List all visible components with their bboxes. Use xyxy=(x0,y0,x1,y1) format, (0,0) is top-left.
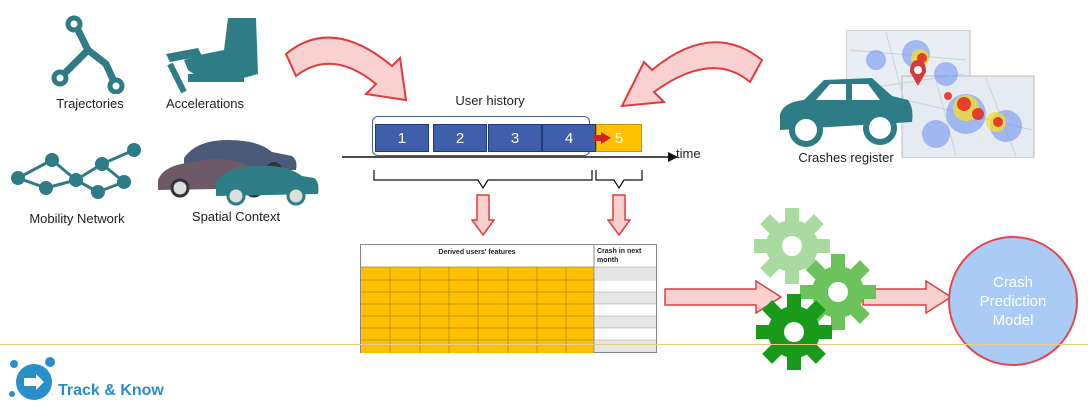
features-table xyxy=(360,244,657,353)
small-arrow-icon xyxy=(593,132,611,144)
accelerations-label: Accelerations xyxy=(165,96,245,111)
brand-name: Track & Know xyxy=(58,382,164,399)
model-label: Crash Prediction Model xyxy=(979,273,1047,329)
acceleration-pedal-icon xyxy=(166,18,258,94)
time-axis-label: time xyxy=(676,146,701,161)
crashes-register-label: Crashes register xyxy=(798,150,894,165)
features-header: Derived users' features xyxy=(438,249,516,256)
history-box-4: 4 xyxy=(542,124,596,152)
next-month-box: 5 xyxy=(596,124,642,152)
mobility-network-label: Mobility Network xyxy=(29,211,125,226)
mobility-network-icon xyxy=(11,143,141,199)
down-arrow-features-icon xyxy=(471,194,495,236)
target-brace xyxy=(595,170,643,190)
crashed-car-icon xyxy=(780,78,913,147)
history-box-3: 3 xyxy=(488,124,542,152)
history-box-2: 2 xyxy=(433,124,487,152)
user-history-title: User history xyxy=(455,93,525,108)
spatial-context-label: Spatial Context xyxy=(191,209,281,224)
crash-prediction-model: Crash Prediction Model xyxy=(948,236,1078,366)
track-and-know-logo-icon xyxy=(9,357,55,400)
time-axis xyxy=(342,152,678,162)
curved-arrow-right-icon xyxy=(620,41,764,108)
trajectories-label: Trajectories xyxy=(56,96,124,111)
cars-icon xyxy=(158,140,319,206)
down-arrow-target-icon xyxy=(607,194,631,236)
history-brace xyxy=(373,170,593,190)
curved-arrow-left-icon xyxy=(284,36,408,102)
target-header: Crash in next month xyxy=(597,248,642,264)
trajectories-icon xyxy=(51,15,125,94)
gears-icon xyxy=(754,208,876,370)
footer-divider xyxy=(0,344,1088,345)
history-box-1: 1 xyxy=(375,124,429,152)
right-arrow-gears-icon xyxy=(862,280,952,314)
